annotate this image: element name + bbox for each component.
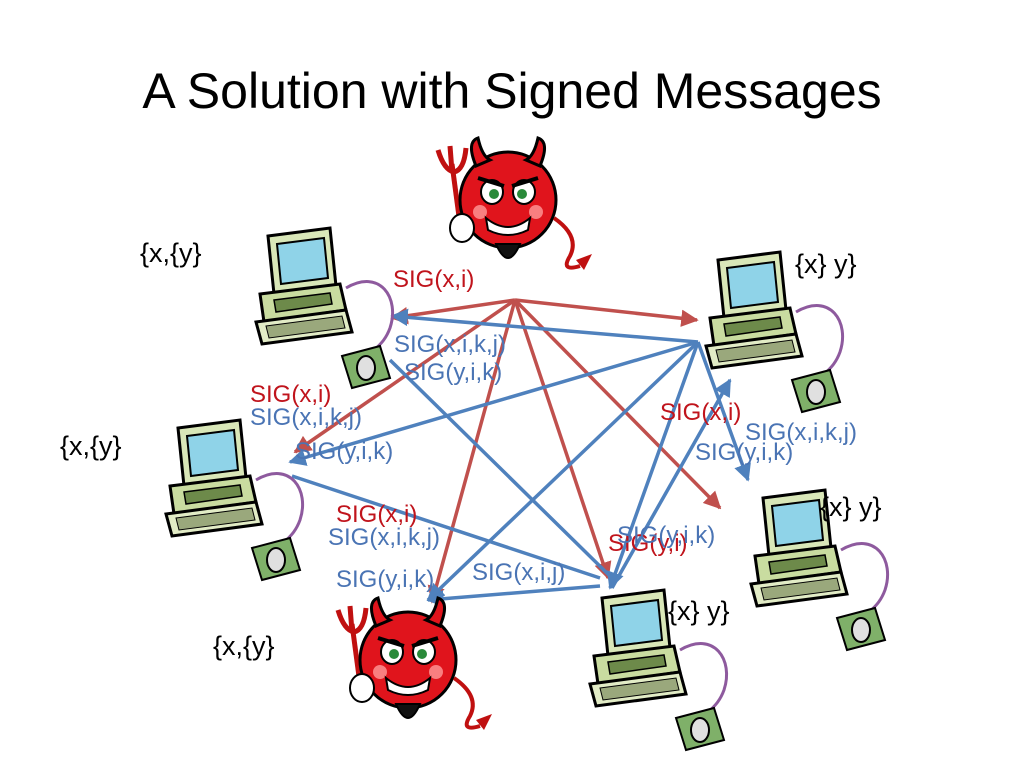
blue-arrow-mid-left-to-bottom [291, 474, 601, 580]
blue-arrow-mid-right-to-bottom [610, 378, 732, 589]
red-label-left: SIG(x,i) [250, 381, 331, 408]
blue-label-right-2: SIG(y,i,k) [695, 439, 793, 466]
blue-arrow-top-left-to-bottom [388, 358, 614, 580]
computer-mid-left-set: {x,{y} [60, 431, 122, 461]
computer-mid-right-set: {x} y} [820, 492, 882, 522]
blue-arrow-to-bottom-computer [607, 341, 700, 590]
red-arrow-to-bottom-computer [513, 299, 612, 580]
slide-title: A Solution with Signed Messages [142, 63, 882, 119]
red-label-center: SIG(x,i) [336, 501, 417, 528]
blue-arrow-to-top-left [390, 308, 699, 344]
computer-icon [254, 226, 395, 390]
computer-icon [164, 418, 305, 582]
blue-label-center-2: SIG(y,i,k) [336, 566, 434, 593]
blue-arrow-bottom-to-devil [426, 584, 601, 608]
red-arrow-to-mid-right [513, 298, 722, 510]
red-label-bottom-right: SIG(y,i) [608, 530, 688, 557]
computer-top-right-set: {x} y} [795, 249, 857, 279]
devil-bottom-set: {x,{y} [213, 631, 275, 661]
blue-label-bottom-right: SIG(y,i,k) [617, 522, 715, 549]
red-arrow-to-bottom-devil [427, 299, 517, 604]
blue-arrows [288, 308, 751, 608]
red-label-right: SIG(x,i) [660, 399, 741, 426]
blue-arrow-to-bottom-devil [426, 340, 700, 602]
blue-arrow-to-mid-left [288, 340, 699, 466]
red-arrow-to-top-left [390, 298, 516, 325]
blue-label-bottom-1: SIG(x,i,j) [472, 559, 565, 586]
red-label-top: SIG(x,i) [393, 266, 474, 293]
devil-icon [338, 598, 492, 730]
devil-icon [438, 138, 592, 270]
blue-label-left-1: SIG(x,i,k,j) [250, 404, 362, 431]
blue-label-left-2: SIG(y,i,k) [295, 438, 393, 465]
blue-label-top-1: SIG(x,i,k,j) [394, 331, 506, 358]
blue-label-center-1: SIG(x,i,k,j) [328, 524, 440, 551]
blue-label-right-1: SIG(x,i,k,j) [745, 419, 857, 446]
computer-top-left-set: {x,{y} [140, 238, 202, 268]
computer-bottom-set: {x} y} [668, 596, 730, 626]
blue-label-top-2: SIG(y,i,k) [404, 359, 502, 386]
red-arrow-to-top-right [514, 298, 699, 327]
blue-arrow-to-mid-right [696, 341, 751, 482]
